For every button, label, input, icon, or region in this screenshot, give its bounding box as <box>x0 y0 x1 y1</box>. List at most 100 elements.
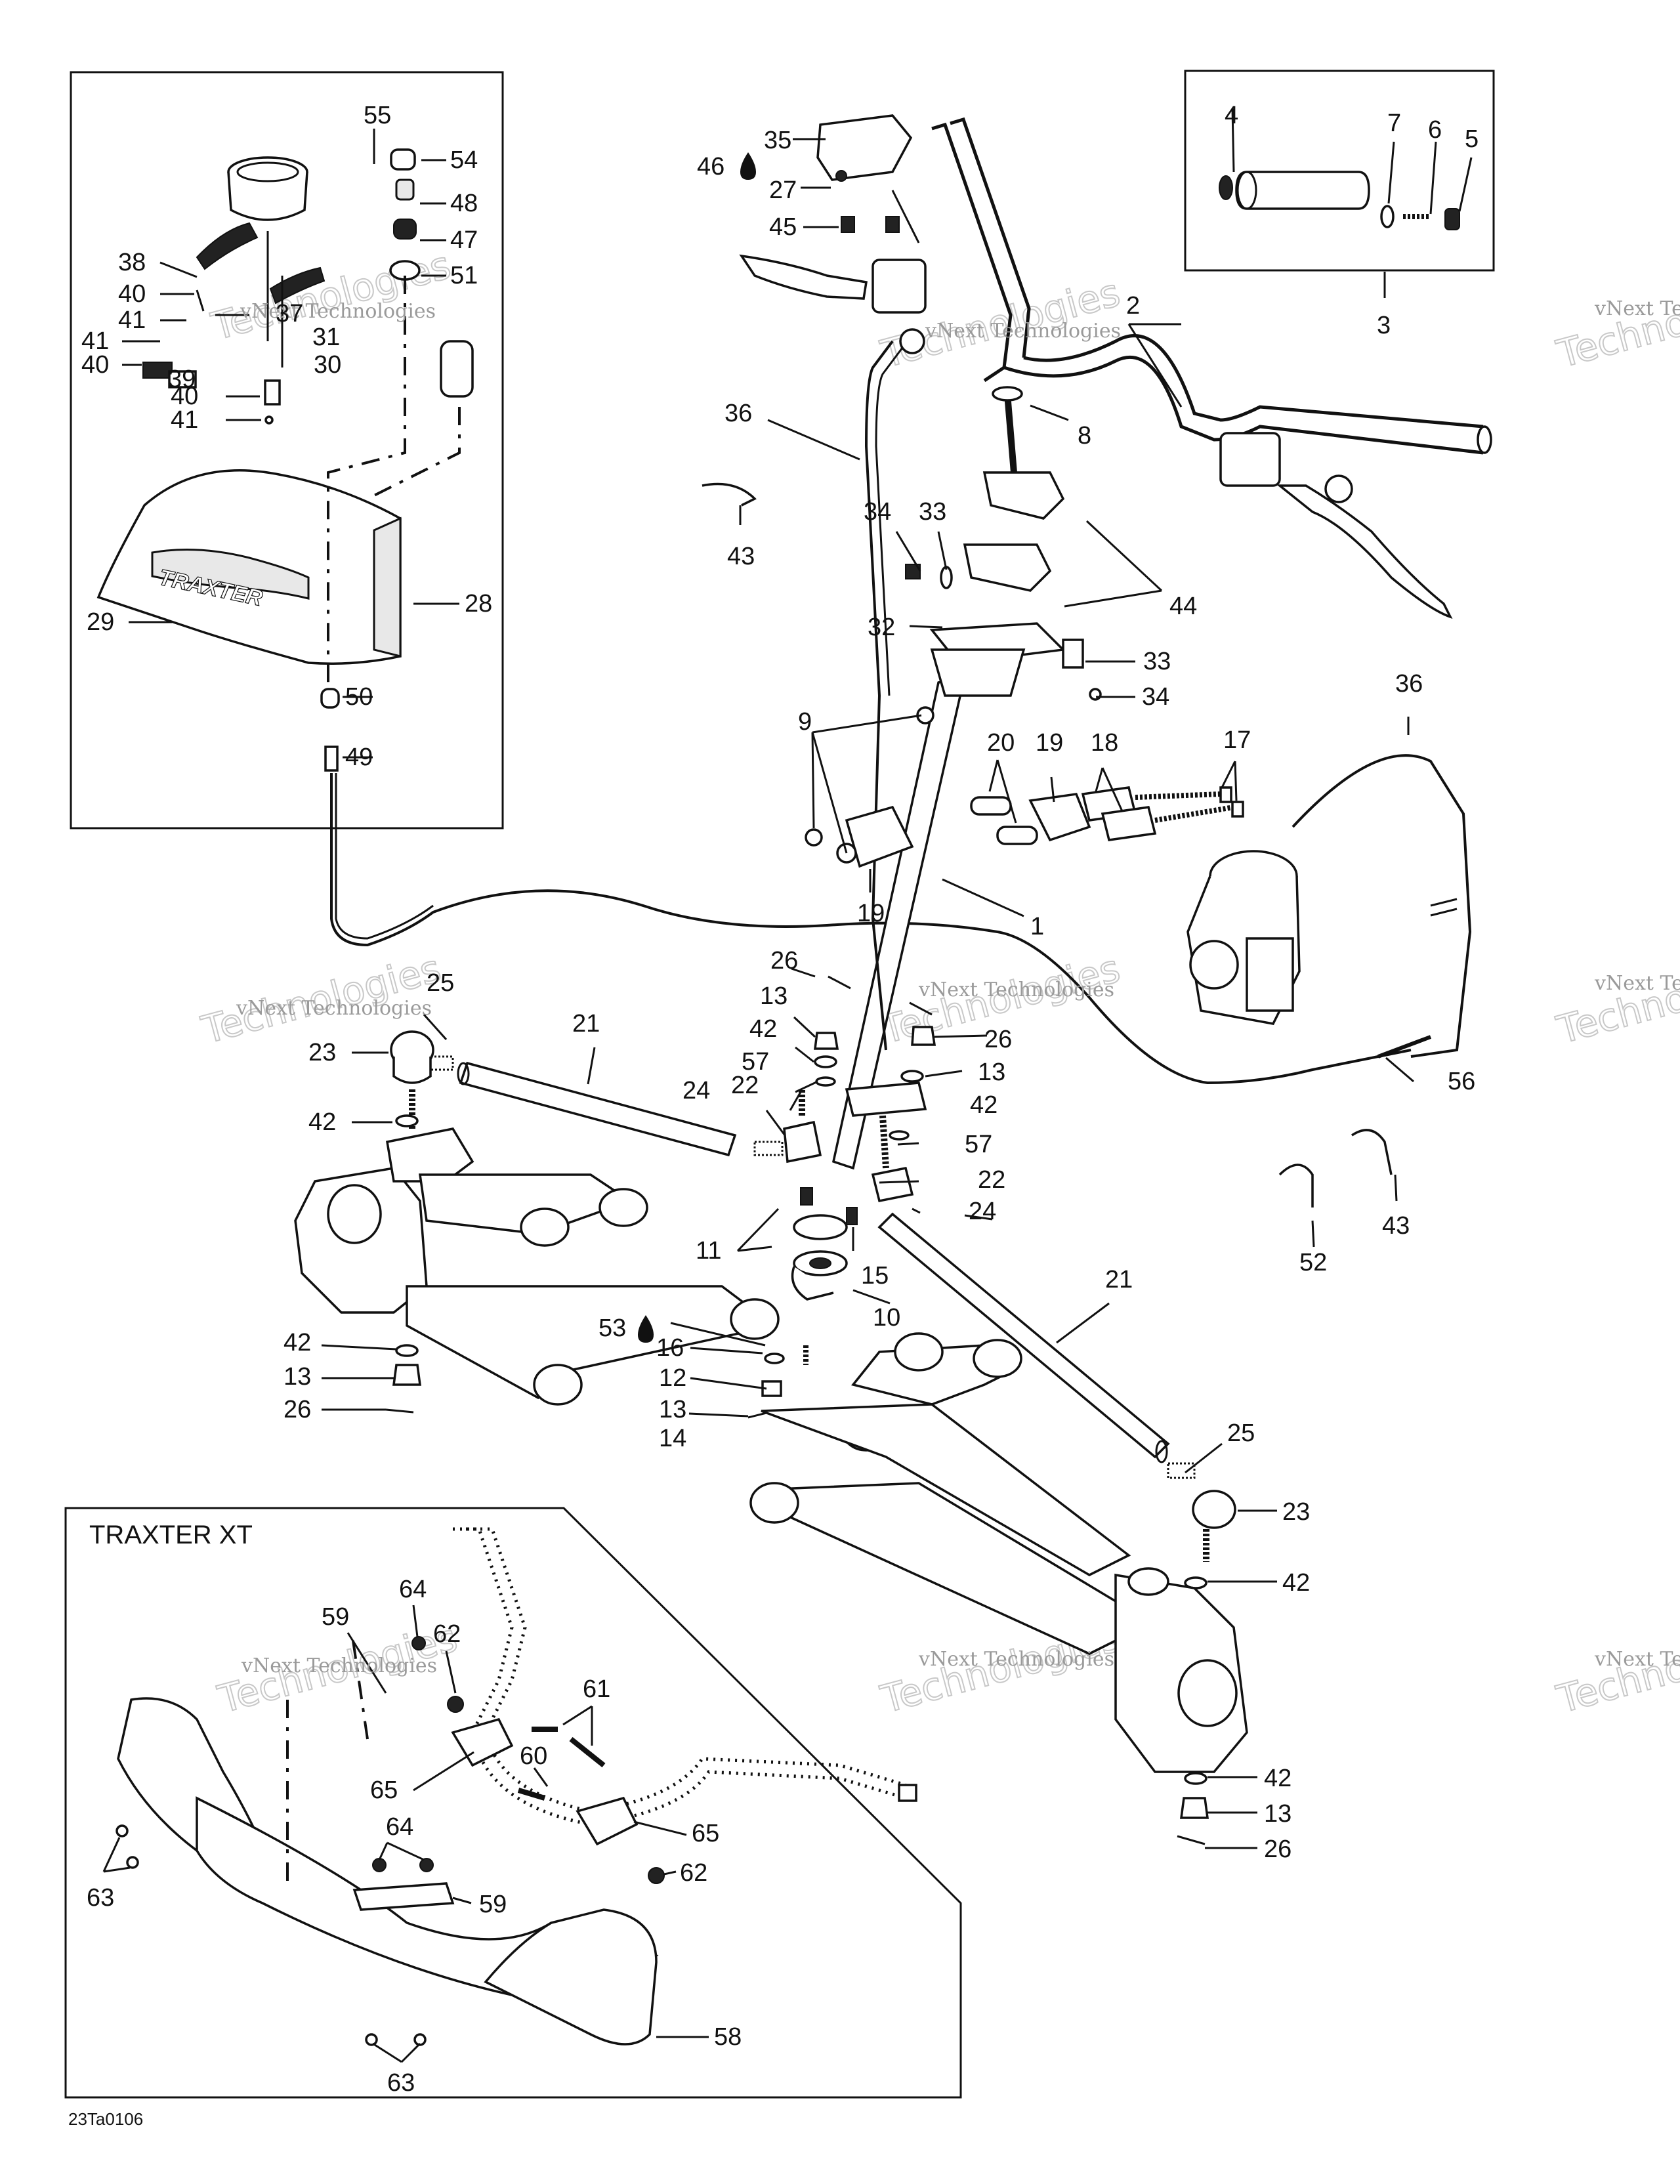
callout-21: 21 <box>572 1010 600 1038</box>
callout-9: 9 <box>798 708 812 736</box>
svg-text:vNext Technologies: vNext Technologies <box>1594 1648 1680 1671</box>
callout-37: 37 <box>276 300 303 327</box>
steering-linkage <box>385 975 1236 1845</box>
callout-42: 42 <box>1282 1569 1310 1597</box>
callout-33: 33 <box>1143 648 1171 675</box>
callout-34: 34 <box>864 498 891 526</box>
callout-42: 42 <box>749 1015 777 1043</box>
callout-61: 61 <box>583 1675 610 1703</box>
callout-42: 42 <box>1264 1765 1292 1792</box>
callout-40: 40 <box>81 351 109 379</box>
callout-13: 13 <box>659 1396 686 1423</box>
callout-40: 40 <box>118 280 146 308</box>
suspension-arms <box>294 1127 1248 1773</box>
callout-19: 19 <box>1036 729 1063 757</box>
callout-11: 11 <box>696 1237 721 1265</box>
callout-22: 22 <box>731 1072 759 1099</box>
callout-36: 36 <box>1395 670 1423 698</box>
callout-57: 57 <box>742 1048 769 1076</box>
callout-57: 57 <box>965 1131 992 1158</box>
leader-lines <box>102 108 1473 2063</box>
callout-65: 65 <box>692 1820 719 1847</box>
callout-13: 13 <box>284 1363 311 1391</box>
callout-45: 45 <box>769 213 797 241</box>
callout-22: 22 <box>978 1166 1005 1194</box>
callout-14: 14 <box>659 1425 686 1452</box>
callout-1: 1 <box>1030 913 1044 940</box>
callout-40: 40 <box>171 383 198 410</box>
callout-41: 41 <box>81 327 109 355</box>
document-code: 23Ta0106 <box>68 2109 143 2129</box>
callout-labels: 5554484751384037413141403930404128295049… <box>81 102 1479 2097</box>
callout-23: 23 <box>1282 1498 1310 1526</box>
callout-35: 35 <box>764 127 791 154</box>
callout-62: 62 <box>680 1859 707 1887</box>
callout-60: 60 <box>520 1742 547 1770</box>
callout-28: 28 <box>465 590 492 618</box>
callout-33: 33 <box>919 498 946 526</box>
callout-56: 56 <box>1448 1068 1475 1095</box>
callout-42: 42 <box>970 1091 998 1119</box>
callout-24: 24 <box>969 1198 996 1225</box>
callout-65: 65 <box>370 1776 398 1804</box>
callout-25: 25 <box>1227 1419 1255 1447</box>
callout-62: 62 <box>433 1620 461 1648</box>
callout-36: 36 <box>724 400 752 427</box>
svg-text:vNext Technologies: vNext Technologies <box>236 997 432 1020</box>
inset-frame-grip <box>1184 70 1495 272</box>
callout-26: 26 <box>984 1026 1012 1053</box>
callout-26: 26 <box>770 947 798 975</box>
callout-64: 64 <box>399 1576 427 1603</box>
svg-text:Technologies: Technologies <box>1552 946 1680 1052</box>
hand-guard-assembly <box>116 1527 917 2046</box>
svg-text:vNext Technologies: vNext Technologies <box>918 978 1114 1001</box>
svg-text:vNext Technologies: vNext Technologies <box>241 1654 437 1677</box>
inset-frame-traxter-xt <box>64 1507 962 2099</box>
callout-42: 42 <box>284 1329 311 1356</box>
svg-text:vNext Technologies: vNext Technologies <box>240 300 436 323</box>
callout-18: 18 <box>1091 729 1118 757</box>
callout-12: 12 <box>659 1364 686 1392</box>
callout-53: 53 <box>598 1314 626 1342</box>
callout-43: 43 <box>1382 1212 1410 1240</box>
inset-title: TRAXTER XT <box>89 1521 253 1549</box>
callout-32: 32 <box>868 614 895 641</box>
handlebar-assembly <box>702 114 1492 1208</box>
callout-55: 55 <box>364 102 391 129</box>
svg-text:Technologies: Technologies <box>1552 270 1680 376</box>
callout-27: 27 <box>769 177 797 204</box>
callout-3: 3 <box>1377 312 1391 339</box>
callout-17: 17 <box>1223 726 1251 754</box>
callout-52: 52 <box>1299 1249 1327 1276</box>
callout-26: 26 <box>284 1396 311 1423</box>
grease-drop-icon <box>740 152 756 180</box>
callout-10: 10 <box>873 1304 900 1332</box>
callout-13: 13 <box>760 982 788 1010</box>
callout-54: 54 <box>450 146 478 174</box>
callout-59: 59 <box>479 1891 507 1918</box>
callout-5: 5 <box>1465 125 1479 153</box>
callout-20: 20 <box>987 729 1015 757</box>
callout-29: 29 <box>87 608 114 636</box>
callout-6: 6 <box>1428 116 1442 144</box>
watermark-labels: vNext Technologies vNext Technologies vN… <box>236 297 1680 1677</box>
callout-13: 13 <box>978 1059 1005 1086</box>
callout-42: 42 <box>308 1108 336 1136</box>
callout-49: 49 <box>345 744 373 771</box>
grip-assembly <box>1219 171 1460 230</box>
callout-34: 34 <box>1142 683 1169 711</box>
callout-47: 47 <box>450 226 478 254</box>
callout-13: 13 <box>1264 1800 1292 1828</box>
callout-39: 39 <box>168 366 196 393</box>
callout-19: 19 <box>857 900 885 927</box>
throttle-housing-assembly: TRAXTER <box>96 148 1412 1085</box>
svg-text:vNext Technologies: vNext Technologies <box>1594 297 1680 320</box>
callout-43: 43 <box>727 543 755 570</box>
callout-59: 59 <box>322 1603 349 1631</box>
callout-50: 50 <box>345 683 373 711</box>
callout-30: 30 <box>314 351 341 379</box>
callout-44: 44 <box>1169 593 1197 620</box>
callout-4: 4 <box>1225 102 1238 129</box>
callout-16: 16 <box>656 1334 684 1362</box>
